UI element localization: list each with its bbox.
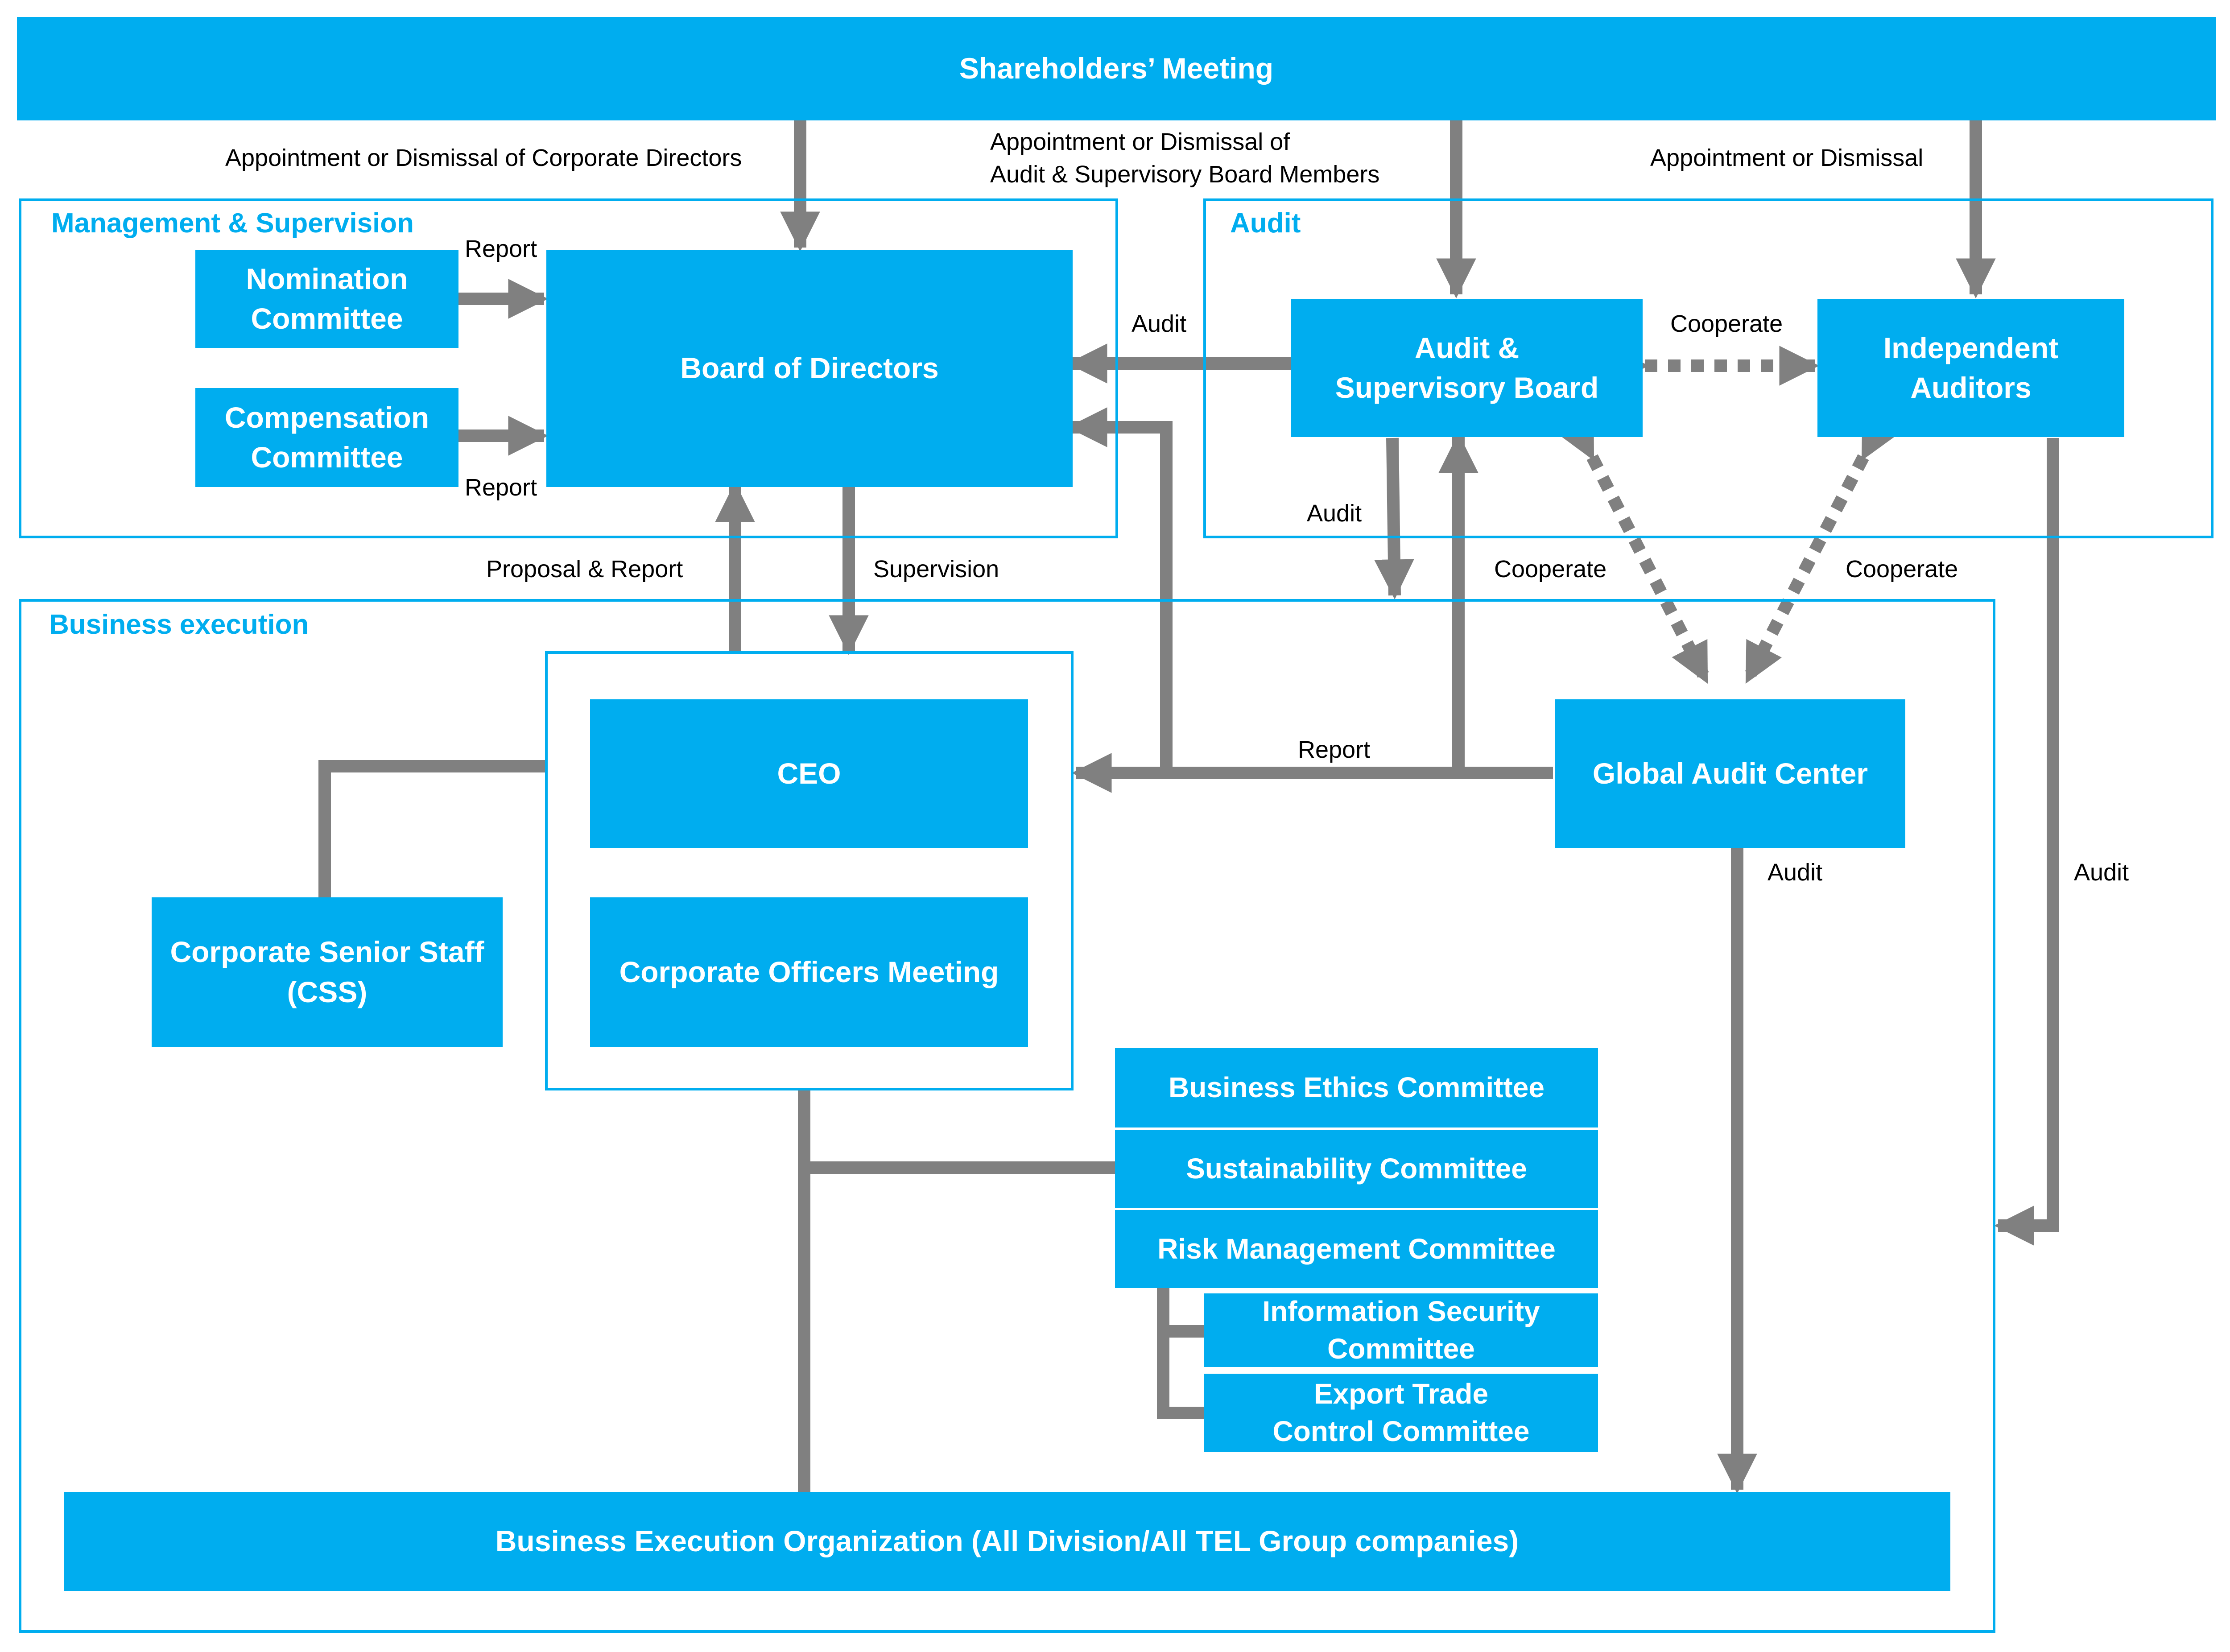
label-supervision: Supervision <box>873 556 999 582</box>
label-appointment-auditors: Appointment or Dismissal <box>1650 145 1924 171</box>
label-appointment-directors: Appointment or Dismissal of Corporate Di… <box>225 145 742 171</box>
independent-auditors-node: Independent Auditors <box>1817 299 2124 437</box>
audit-supervisory-board-node: Audit & Supervisory Board <box>1291 299 1643 437</box>
label-report-nomination: Report <box>465 235 537 262</box>
risk-management-committee-node: Risk Management Committee <box>1115 1210 1598 1288</box>
ceo-node: CEO <box>590 699 1028 848</box>
management-supervision-title: Management & Supervision <box>51 208 414 239</box>
edge-auditors-cooperate-gac <box>1742 416 1898 684</box>
export-trade-control-committee-node: Export Trade Control Committee <box>1204 1374 1598 1452</box>
corporate-senior-staff-node: Corporate Senior Staff (CSS) <box>152 897 503 1047</box>
compensation-committee-node: Compensation Committee <box>195 388 458 487</box>
business-execution-frame <box>19 599 1995 1633</box>
label-report-gac: Report <box>1298 736 1371 763</box>
label-cooperate-auditors-gac: Cooperate <box>1846 556 1958 582</box>
label-audit-asb-board: Audit <box>1132 310 1187 337</box>
label-cooperate-asb-auditors: Cooperate <box>1670 310 1783 337</box>
label-proposal-report: Proposal & Report <box>486 556 683 582</box>
label-audit-gac: Audit <box>1767 859 1823 886</box>
edge-risk-subcommittees-link <box>1157 1287 1204 1419</box>
business-execution-organization-node: Business Execution Organization (All Div… <box>64 1492 1950 1591</box>
management-supervision-frame <box>19 198 1118 538</box>
shareholders-meeting-node: Shareholders’ Meeting <box>17 17 2216 120</box>
ceo-officers-frame <box>545 651 1074 1090</box>
label-audit-asb-down: Audit <box>1307 500 1362 527</box>
board-of-directors-node: Board of Directors <box>546 250 1073 487</box>
edge-ceo-css-link <box>318 760 545 899</box>
label-audit-auditors: Audit <box>2074 859 2129 886</box>
information-security-committee-node: Information Security Committee <box>1204 1293 1598 1367</box>
label-appointment-asb-members: Appointment or Dismissal of Audit & Supe… <box>990 128 1380 188</box>
business-execution-title: Business execution <box>49 609 309 640</box>
label-report-compensation: Report <box>465 474 537 501</box>
label-cooperate-asb-gac: Cooperate <box>1494 556 1607 582</box>
nomination-committee-node: Nomination Committee <box>195 250 458 348</box>
edge-asb-cooperate-gac <box>1558 416 1712 684</box>
edge-asb-audit-down <box>1374 438 1414 599</box>
audit-frame <box>1203 198 2213 538</box>
audit-title: Audit <box>1230 208 1301 239</box>
global-audit-center-node: Global Audit Center <box>1555 699 1905 848</box>
corporate-officers-meeting-node: Corporate Officers Meeting <box>590 897 1028 1047</box>
business-ethics-committee-node: Business Ethics Committee <box>1115 1048 1598 1127</box>
sustainability-committee-node: Sustainability Committee <box>1115 1130 1598 1208</box>
edge-gac-report-board <box>1067 407 1173 773</box>
edge-auditors-audit-business <box>1994 438 2059 1246</box>
